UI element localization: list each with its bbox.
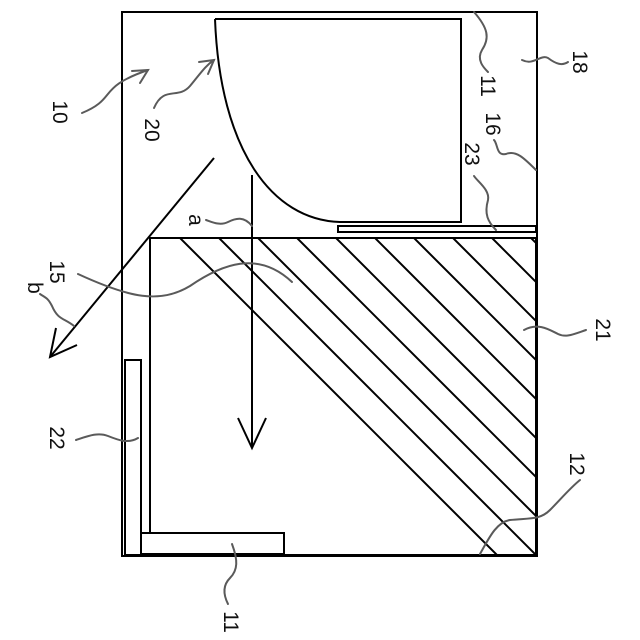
hatched-region-border	[150, 238, 536, 555]
hatch-line	[250, 0, 640, 640]
bottom-plate	[141, 533, 284, 554]
thin-strip	[338, 226, 536, 232]
leader-a	[206, 219, 252, 226]
hatch-line	[289, 0, 640, 640]
arrow-b-shaft	[50, 158, 214, 357]
label-21: 21	[591, 318, 614, 341]
leader-21	[524, 327, 586, 336]
leader-11-top	[474, 12, 488, 72]
label-15: 15	[45, 260, 68, 283]
hatch-line	[16, 0, 640, 640]
label-23: 23	[460, 142, 483, 165]
leader-23	[474, 176, 496, 230]
leader-12	[480, 480, 580, 554]
leader-10	[82, 70, 148, 113]
leader-b	[40, 294, 74, 326]
label-22: 22	[45, 426, 68, 449]
label-18: 18	[568, 50, 591, 73]
label-a: a	[184, 214, 207, 226]
leader-16	[494, 140, 536, 170]
label-10: 10	[48, 100, 71, 123]
label-16: 16	[481, 112, 504, 135]
outer-frame	[122, 12, 537, 556]
leader-20	[154, 60, 214, 108]
leader-18	[522, 57, 568, 64]
label-11-bottom: 11	[219, 611, 242, 633]
label-11-top: 11	[476, 75, 499, 97]
label-12: 12	[565, 452, 588, 475]
label-20: 20	[140, 118, 163, 141]
left-plate	[125, 360, 141, 555]
label-b: b	[23, 282, 46, 294]
